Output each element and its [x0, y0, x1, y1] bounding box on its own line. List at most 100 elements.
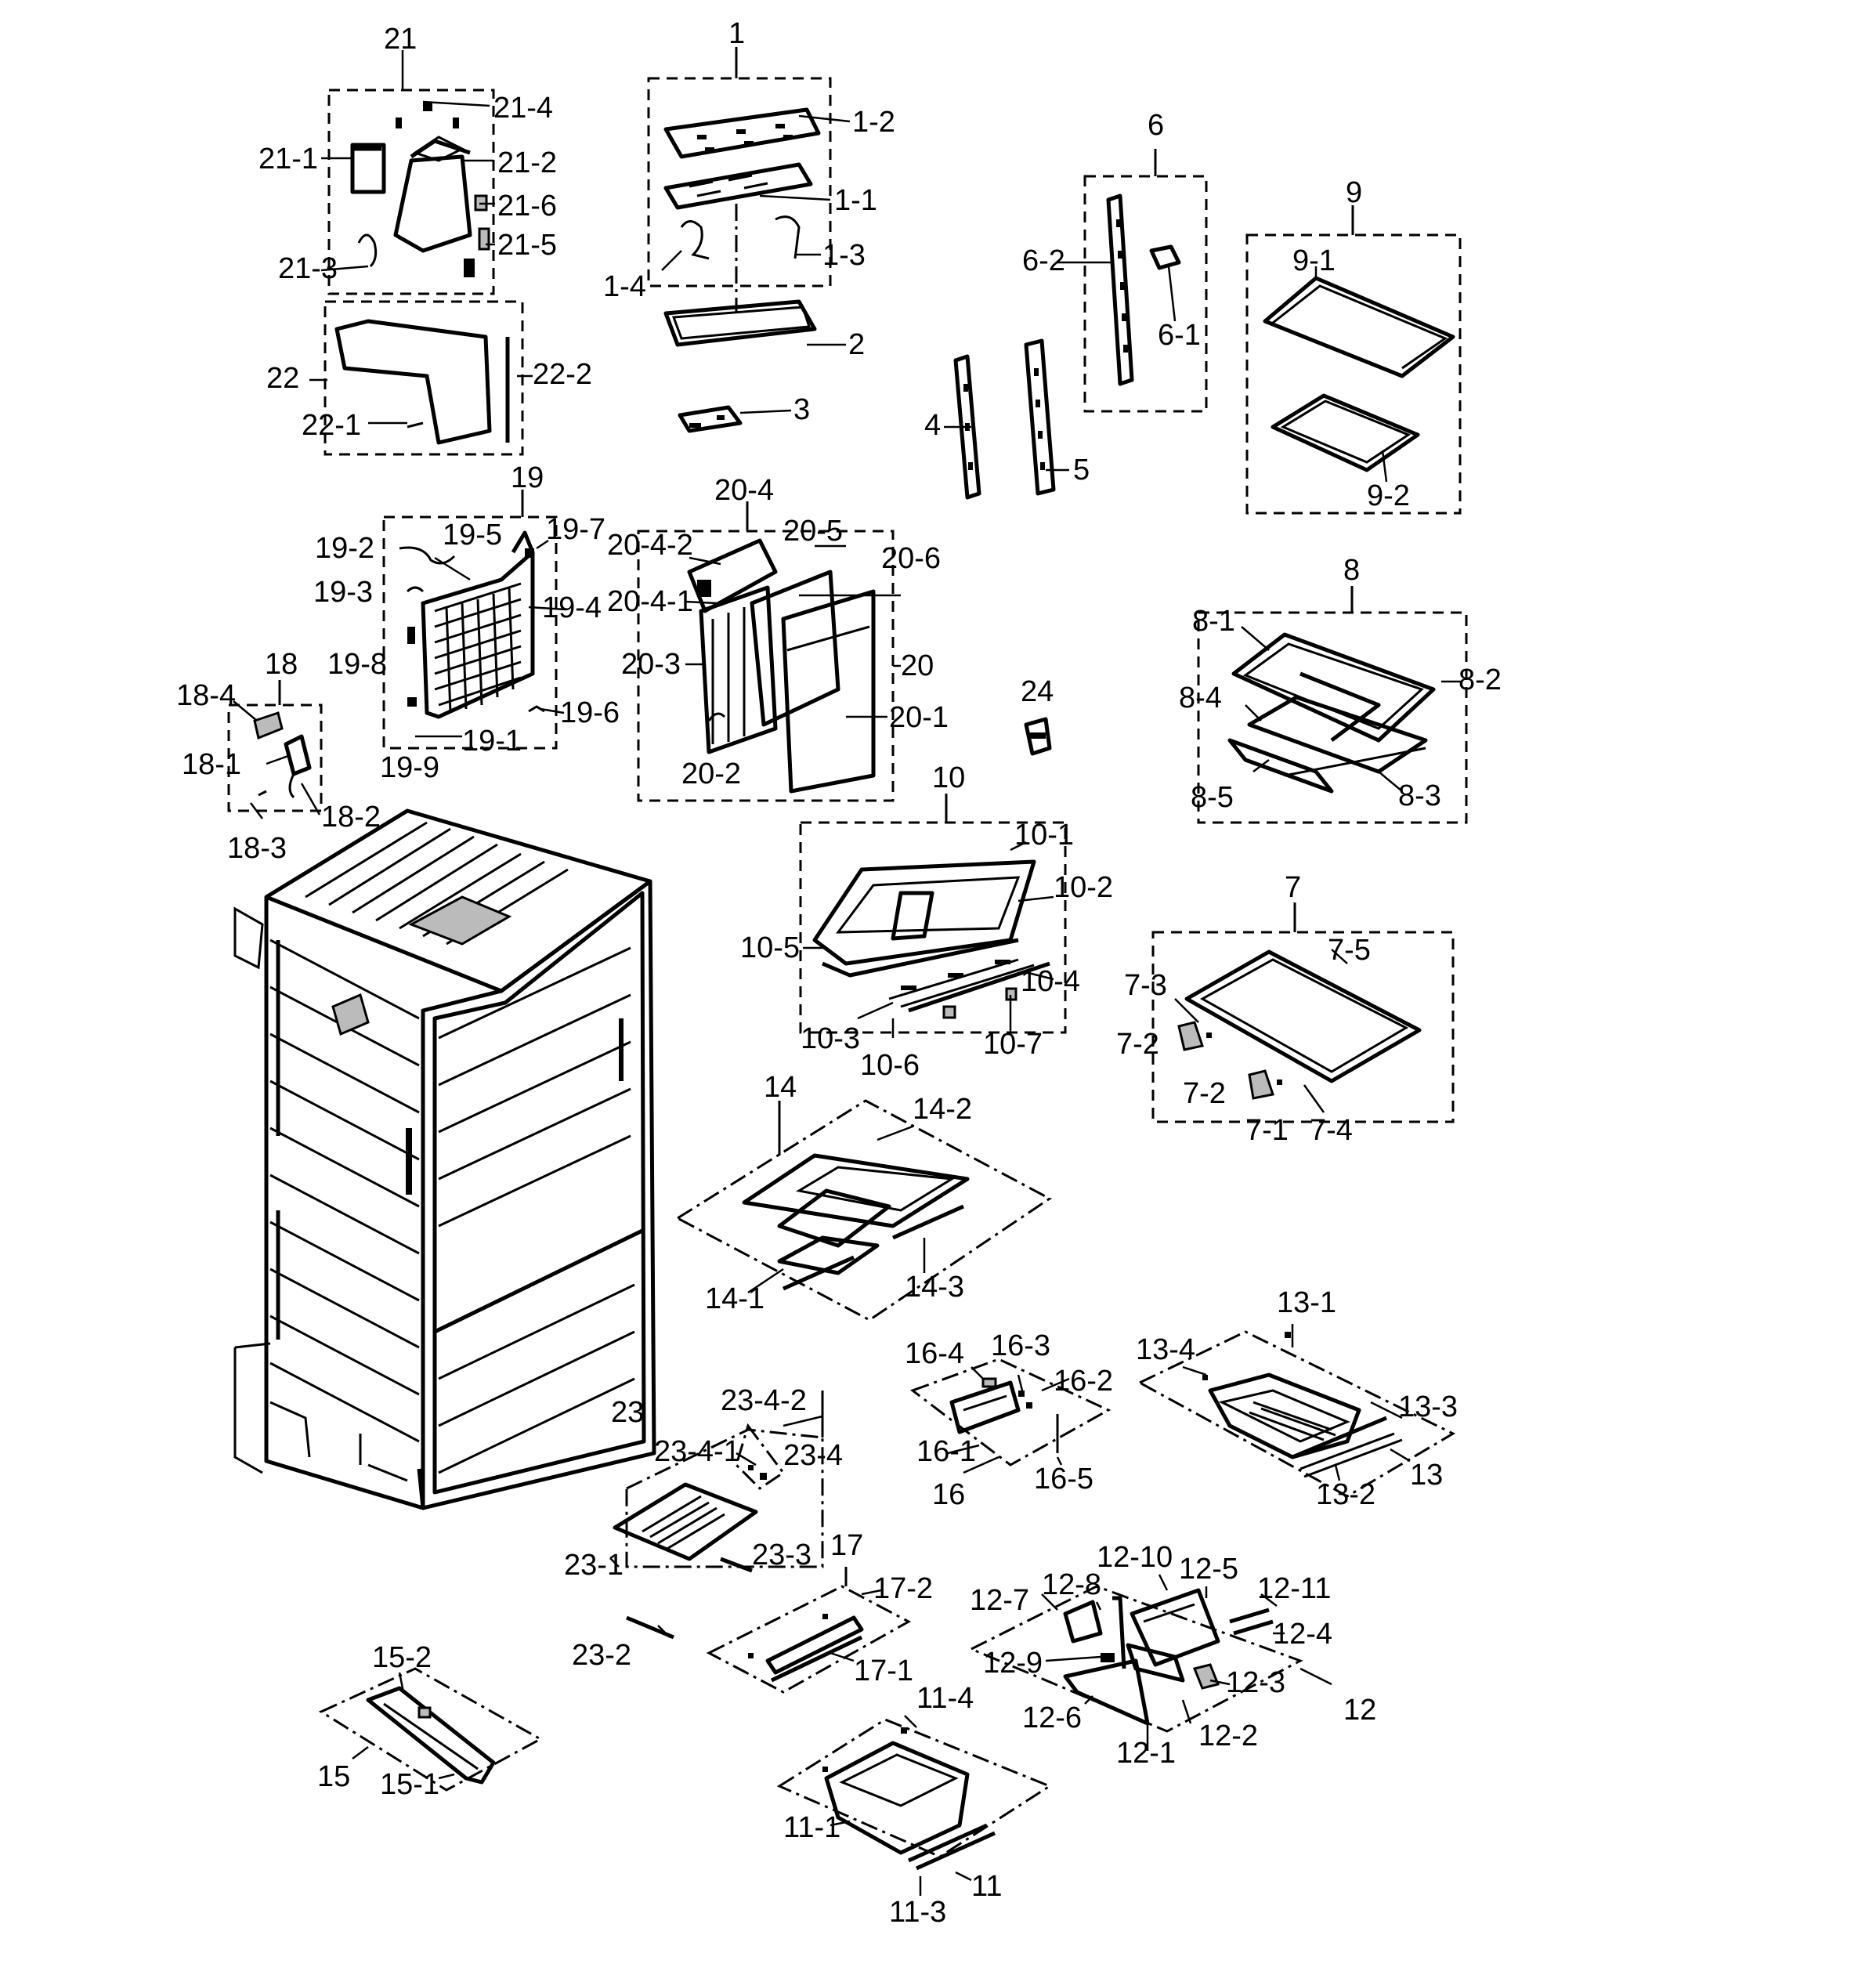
label-17-1: 17-1	[854, 1655, 913, 1687]
label-21: 21	[384, 23, 417, 56]
label-21-5: 21-5	[497, 229, 557, 262]
label-21-3: 21-3	[278, 252, 338, 285]
label-12-9: 12-9	[983, 1647, 1043, 1680]
label-21-6: 21-6	[497, 190, 557, 222]
label-18-4: 18-4	[176, 679, 236, 712]
label-19-9: 19-9	[380, 751, 439, 784]
label-6: 6	[1148, 109, 1164, 142]
label-1-4: 1-4	[603, 270, 646, 303]
group-8-shelf	[1197, 586, 1468, 824]
label-13-3: 13-3	[1398, 1391, 1458, 1423]
group-11-drawer	[776, 1715, 1053, 1896]
label-13: 13	[1410, 1459, 1443, 1492]
label-19: 19	[511, 461, 544, 494]
label-20-4: 20-4	[714, 474, 774, 507]
label-11-1: 11-1	[783, 1811, 840, 1844]
group-22-ice-bucket	[309, 300, 533, 456]
label-11-3: 11-3	[889, 1896, 946, 1929]
label-14-1: 14-1	[705, 1282, 764, 1315]
label-20-6: 20-6	[881, 542, 941, 575]
label-23-4-1: 23-4-1	[654, 1435, 740, 1468]
label-17-2: 17-2	[873, 1572, 933, 1605]
group-19-evaporator	[382, 490, 566, 750]
group-1-duct-cover	[647, 47, 851, 433]
label-20-3: 20-3	[621, 648, 681, 681]
label-20-4-1: 20-4-1	[607, 585, 693, 618]
label-16-3: 16-3	[991, 1329, 1050, 1362]
group-6-rails	[944, 149, 1208, 500]
label-12-6: 12-6	[1022, 1702, 1082, 1734]
label-22-2: 22-2	[533, 358, 592, 391]
label-15-2: 15-2	[372, 1641, 432, 1674]
label-12-1: 12-1	[1116, 1737, 1176, 1770]
label-23: 23	[611, 1396, 644, 1429]
group-9-shelf	[1245, 205, 1462, 515]
label-1: 1	[728, 17, 745, 50]
label-1-3: 1-3	[822, 239, 866, 272]
label-12-10: 12-10	[1097, 1541, 1173, 1574]
label-23-3: 23-3	[752, 1539, 811, 1571]
label-19-2: 19-2	[315, 532, 374, 565]
label-7-2a: 7-2	[1116, 1028, 1159, 1061]
refrigerator-cabinet	[233, 808, 656, 1510]
label-23-1: 23-1	[564, 1549, 624, 1582]
label-12-11: 12-11	[1257, 1572, 1331, 1605]
label-18-1: 18-1	[182, 748, 241, 781]
label-19-6: 19-6	[560, 696, 620, 729]
label-10-3: 10-3	[801, 1022, 860, 1055]
label-8-4: 8-4	[1179, 682, 1222, 714]
label-22: 22	[266, 362, 299, 395]
label-12-3: 12-3	[1226, 1666, 1285, 1699]
label-20-4-2: 20-4-2	[607, 529, 693, 562]
group-20-air-duct	[637, 501, 901, 802]
label-14: 14	[764, 1071, 797, 1104]
label-16-5: 16-5	[1034, 1463, 1093, 1495]
label-10-7: 10-7	[983, 1028, 1043, 1061]
label-9-2: 9-2	[1367, 479, 1410, 512]
label-9-1: 9-1	[1292, 244, 1336, 277]
label-11-4: 11-4	[916, 1682, 974, 1715]
label-19-8: 19-8	[327, 648, 387, 681]
label-11: 11	[971, 1870, 1002, 1903]
label-2: 2	[848, 328, 865, 361]
label-12-4: 12-4	[1273, 1618, 1332, 1651]
label-19-4: 19-4	[542, 591, 602, 624]
group-17-cover	[706, 1567, 912, 1694]
label-5: 5	[1073, 454, 1090, 486]
group-7-shelf	[1151, 902, 1455, 1123]
label-7-4: 7-4	[1310, 1114, 1353, 1147]
group-15-cover	[318, 1667, 544, 1792]
label-16-1: 16-1	[916, 1435, 976, 1468]
label-16-2: 16-2	[1054, 1365, 1113, 1398]
label-19-5: 19-5	[443, 519, 502, 552]
label-19-7: 19-7	[546, 513, 605, 546]
label-12-5: 12-5	[1179, 1553, 1238, 1586]
label-13-1: 13-1	[1277, 1286, 1336, 1319]
group-10-shelf	[799, 794, 1067, 1038]
label-7-2b: 7-2	[1183, 1077, 1226, 1110]
group-16-rail	[909, 1358, 1112, 1474]
label-20-1: 20-1	[889, 701, 949, 734]
label-21-2: 21-2	[497, 146, 557, 179]
label-3: 3	[793, 393, 810, 426]
label-18: 18	[265, 648, 298, 681]
label-8-3: 8-3	[1398, 779, 1441, 812]
label-19-1: 19-1	[462, 725, 522, 758]
label-12-2: 12-2	[1198, 1720, 1258, 1752]
label-8-1: 8-1	[1192, 605, 1235, 638]
label-23-2: 23-2	[572, 1639, 631, 1672]
label-16: 16	[932, 1478, 965, 1511]
label-6-1: 6-1	[1158, 319, 1201, 352]
label-15-1: 15-1	[380, 1768, 439, 1801]
label-8-2: 8-2	[1459, 664, 1502, 696]
label-21-1: 21-1	[258, 143, 318, 175]
label-18-2: 18-2	[321, 801, 381, 834]
group-14-shelf	[674, 1099, 1052, 1322]
label-20-5: 20-5	[783, 515, 843, 548]
label-14-3: 14-3	[905, 1271, 964, 1304]
label-10: 10	[932, 761, 965, 794]
label-6-2: 6-2	[1022, 244, 1065, 277]
label-8-5: 8-5	[1191, 781, 1234, 814]
group-21-ice-maker	[320, 50, 495, 295]
